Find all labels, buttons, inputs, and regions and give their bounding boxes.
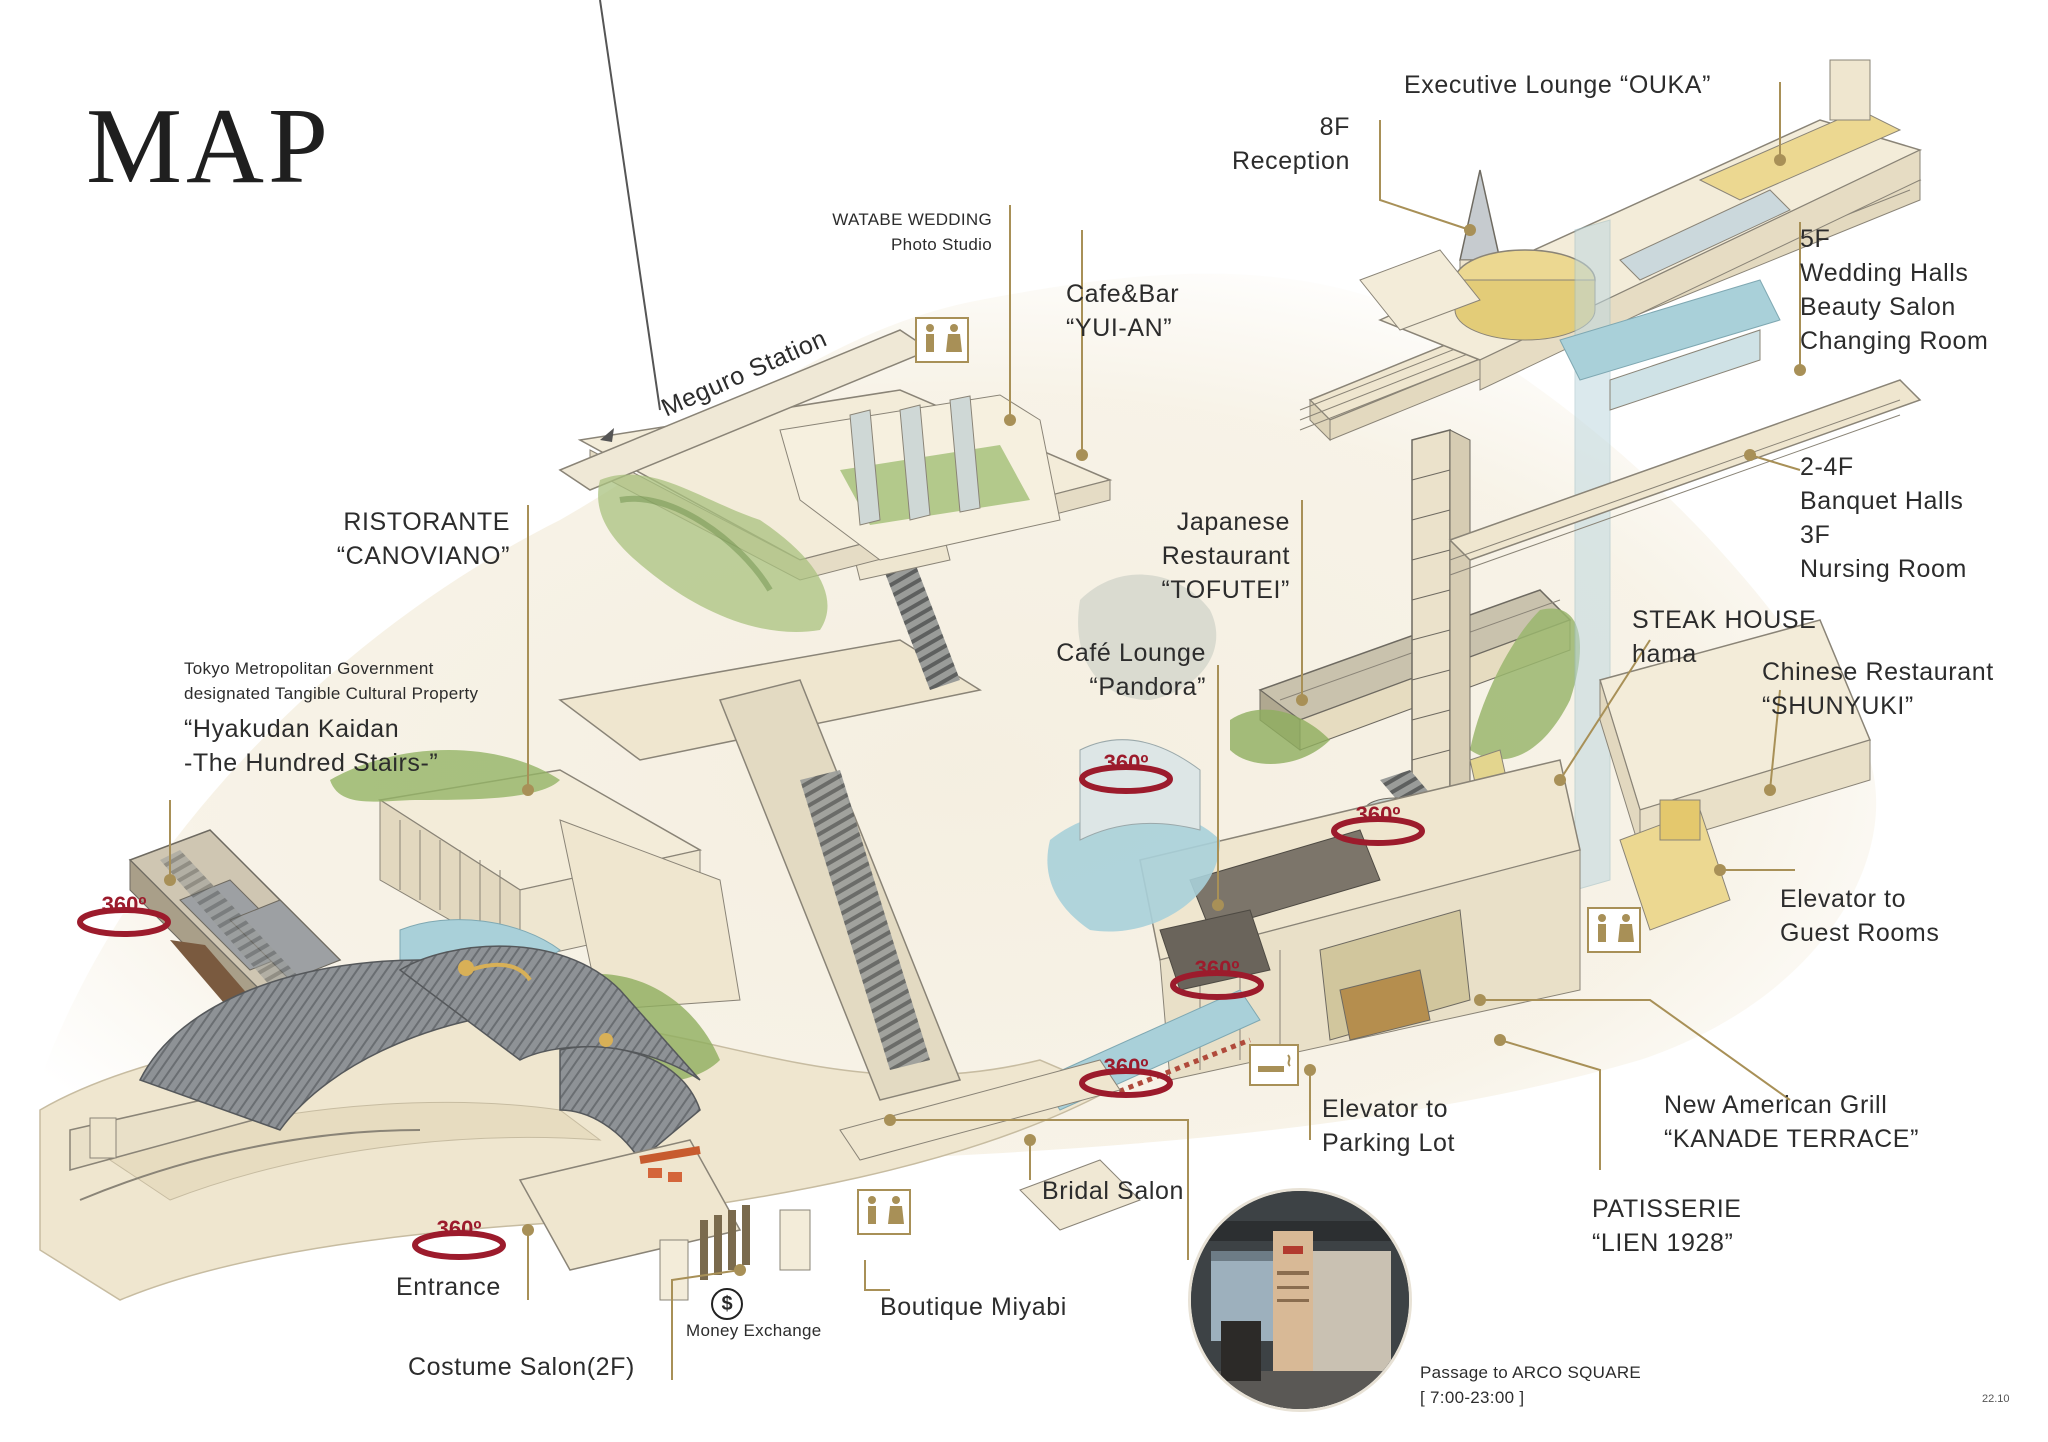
tokyo-line1: Tokyo Metropolitan Government (184, 659, 434, 678)
badge-text: 360º (1103, 1054, 1149, 1079)
label-banquet-nursing[interactable]: 2-4F Banquet Halls 3F Nursing Room (1800, 450, 1967, 586)
nursing-room-text: Nursing Room (1800, 555, 1967, 583)
yuian-line2: “YUI-AN” (1066, 314, 1173, 342)
patisserie-line1: PATISSERIE (1592, 1195, 1742, 1223)
label-elevator-parking-lot[interactable]: Elevator to Parking Lot (1322, 1092, 1455, 1160)
badge-text: 360º (436, 1216, 482, 1241)
label-ristorante-canoviano[interactable]: RISTORANTE “CANOVIANO” (300, 505, 510, 573)
tokyo-line2: designated Tangible Cultural Property (184, 684, 479, 703)
passage-photo-illustration (1191, 1191, 1409, 1409)
panorama-360-icon-hyakudan[interactable]: 360º (78, 892, 170, 936)
wedding-halls-text: Wedding Halls (1800, 259, 1969, 287)
label-arco-square-passage[interactable]: Passage to ARCO SQUARE [ 7:00-23:00 ] (1420, 1360, 1641, 1410)
watabe-line2: Photo Studio (891, 235, 992, 254)
label-chinese-restaurant-shunyuki[interactable]: Chinese Restaurant “SHUNYUKI” (1762, 655, 1994, 723)
tofutei-line1: Japanese (1176, 508, 1290, 536)
restroom-icon-top (915, 317, 969, 363)
elevator-parking-line2: Parking Lot (1322, 1129, 1456, 1157)
label-5f-wedding[interactable]: 5F Wedding Halls Beauty Salon Changing R… (1800, 222, 1988, 358)
badge-text: 360º (1194, 956, 1240, 981)
badge-text: 360º (101, 892, 147, 917)
label-japanese-restaurant-tofutei[interactable]: Japanese Restaurant “TOFUTEI” (1140, 505, 1290, 607)
steak-line2: hama (1632, 640, 1697, 668)
arco-line1: Passage to ARCO SQUARE (1420, 1363, 1642, 1382)
money-exchange-icon: $ (711, 1288, 743, 1320)
shunyuki-line1: Chinese Restaurant (1762, 658, 1994, 686)
label-elevator-guest-rooms[interactable]: Elevator to Guest Rooms (1780, 882, 1939, 950)
arco-line2: [ 7:00-23:00 ] (1420, 1388, 1525, 1407)
pandora-line2: “Pandora” (1089, 673, 1206, 701)
hyakudan-line1: “Hyakudan Kaidan (184, 715, 400, 743)
tofutei-line2: Restaurant (1161, 542, 1290, 570)
steak-line1: STEAK HOUSE (1632, 606, 1817, 634)
pandora-line1: Café Lounge (1056, 639, 1206, 667)
hyakudan-line2: -The Hundred Stairs-” (184, 749, 439, 777)
arco-square-passage-photo (1188, 1188, 1412, 1412)
label-steak-house-hama[interactable]: STEAK HOUSE hama (1632, 603, 1816, 671)
changing-room-text: Changing Room (1800, 327, 1989, 355)
patisserie-line2: “LIEN 1928” (1592, 1229, 1734, 1257)
label-executive-lounge-ouka[interactable]: Executive Lounge “OUKA” (1404, 68, 1711, 102)
panorama-360-icon-pandora[interactable]: 360º (1080, 750, 1172, 794)
map-version: 22.10 (1982, 1393, 2010, 1405)
label-entrance[interactable]: Entrance (396, 1273, 501, 1301)
label-cafe-lounge-pandora[interactable]: Café Lounge “Pandora” (1036, 636, 1206, 704)
panorama-360-icon-entrance[interactable]: 360º (413, 1216, 505, 1260)
ouka-text: Executive Lounge “OUKA” (1404, 71, 1712, 99)
restroom-icon-bottom (857, 1189, 911, 1235)
shunyuki-line2: “SHUNYUKI” (1762, 692, 1914, 720)
label-cultural-property: Tokyo Metropolitan Government designated… (184, 656, 478, 706)
canoviano-line1: RISTORANTE (343, 508, 510, 536)
label-cafe-bar-yui-an[interactable]: Cafe&Bar “YUI-AN” (1066, 277, 1179, 345)
elevator-parking-line1: Elevator to (1322, 1095, 1449, 1123)
smoking-area-icon (1249, 1044, 1299, 1086)
label-8f-reception[interactable]: 8F Reception (1224, 110, 1350, 178)
watabe-line1: WATABE WEDDING (832, 210, 992, 229)
badge-text: 360º (1103, 750, 1149, 775)
reception-floor-text: 8F (1319, 113, 1350, 141)
label-patisserie-lien[interactable]: PATISSERIE “LIEN 1928” (1592, 1192, 1742, 1260)
floor3-text: 3F (1800, 521, 1831, 549)
tofutei-line3: “TOFUTEI” (1161, 576, 1290, 604)
beauty-salon-text: Beauty Salon (1800, 293, 1956, 321)
panorama-360-icon-steak[interactable]: 360º (1332, 802, 1424, 846)
label-watabe-wedding[interactable]: WATABE WEDDING Photo Studio (792, 207, 992, 257)
label-costume-salon[interactable]: Costume Salon(2F) (408, 1353, 635, 1381)
panorama-360-icon-terrace[interactable]: 360º (1171, 956, 1263, 1000)
floor5-text: 5F (1800, 225, 1831, 253)
label-money-exchange[interactable]: Money Exchange (686, 1321, 822, 1340)
yuian-line1: Cafe&Bar (1066, 280, 1180, 308)
elevator-guest-line1: Elevator to (1780, 885, 1907, 913)
restroom-icon-lower-right (1587, 907, 1641, 953)
label-bridal-salon[interactable]: Bridal Salon (1042, 1177, 1185, 1205)
label-hyakudan-kaidan[interactable]: “Hyakudan Kaidan -The Hundred Stairs-” (184, 712, 438, 780)
label-kanade-terrace[interactable]: New American Grill “KANADE TERRACE” (1664, 1088, 1919, 1156)
badge-text: 360º (1355, 802, 1401, 827)
floor24-text: 2-4F (1800, 453, 1854, 481)
elevator-guest-line2: Guest Rooms (1780, 919, 1940, 947)
panorama-360-icon-garden[interactable]: 360º (1080, 1054, 1172, 1098)
map-title: MAP (86, 87, 333, 206)
banquet-halls-text: Banquet Halls (1800, 487, 1964, 515)
meguro-direction-arrow (599, 0, 661, 442)
canoviano-line2: “CANOVIANO” (336, 542, 510, 570)
kanade-line1: New American Grill (1664, 1091, 1888, 1119)
reception-text: Reception (1232, 147, 1350, 175)
label-boutique-miyabi[interactable]: Boutique Miyabi (880, 1293, 1067, 1321)
kanade-line2: “KANADE TERRACE” (1664, 1125, 1920, 1153)
